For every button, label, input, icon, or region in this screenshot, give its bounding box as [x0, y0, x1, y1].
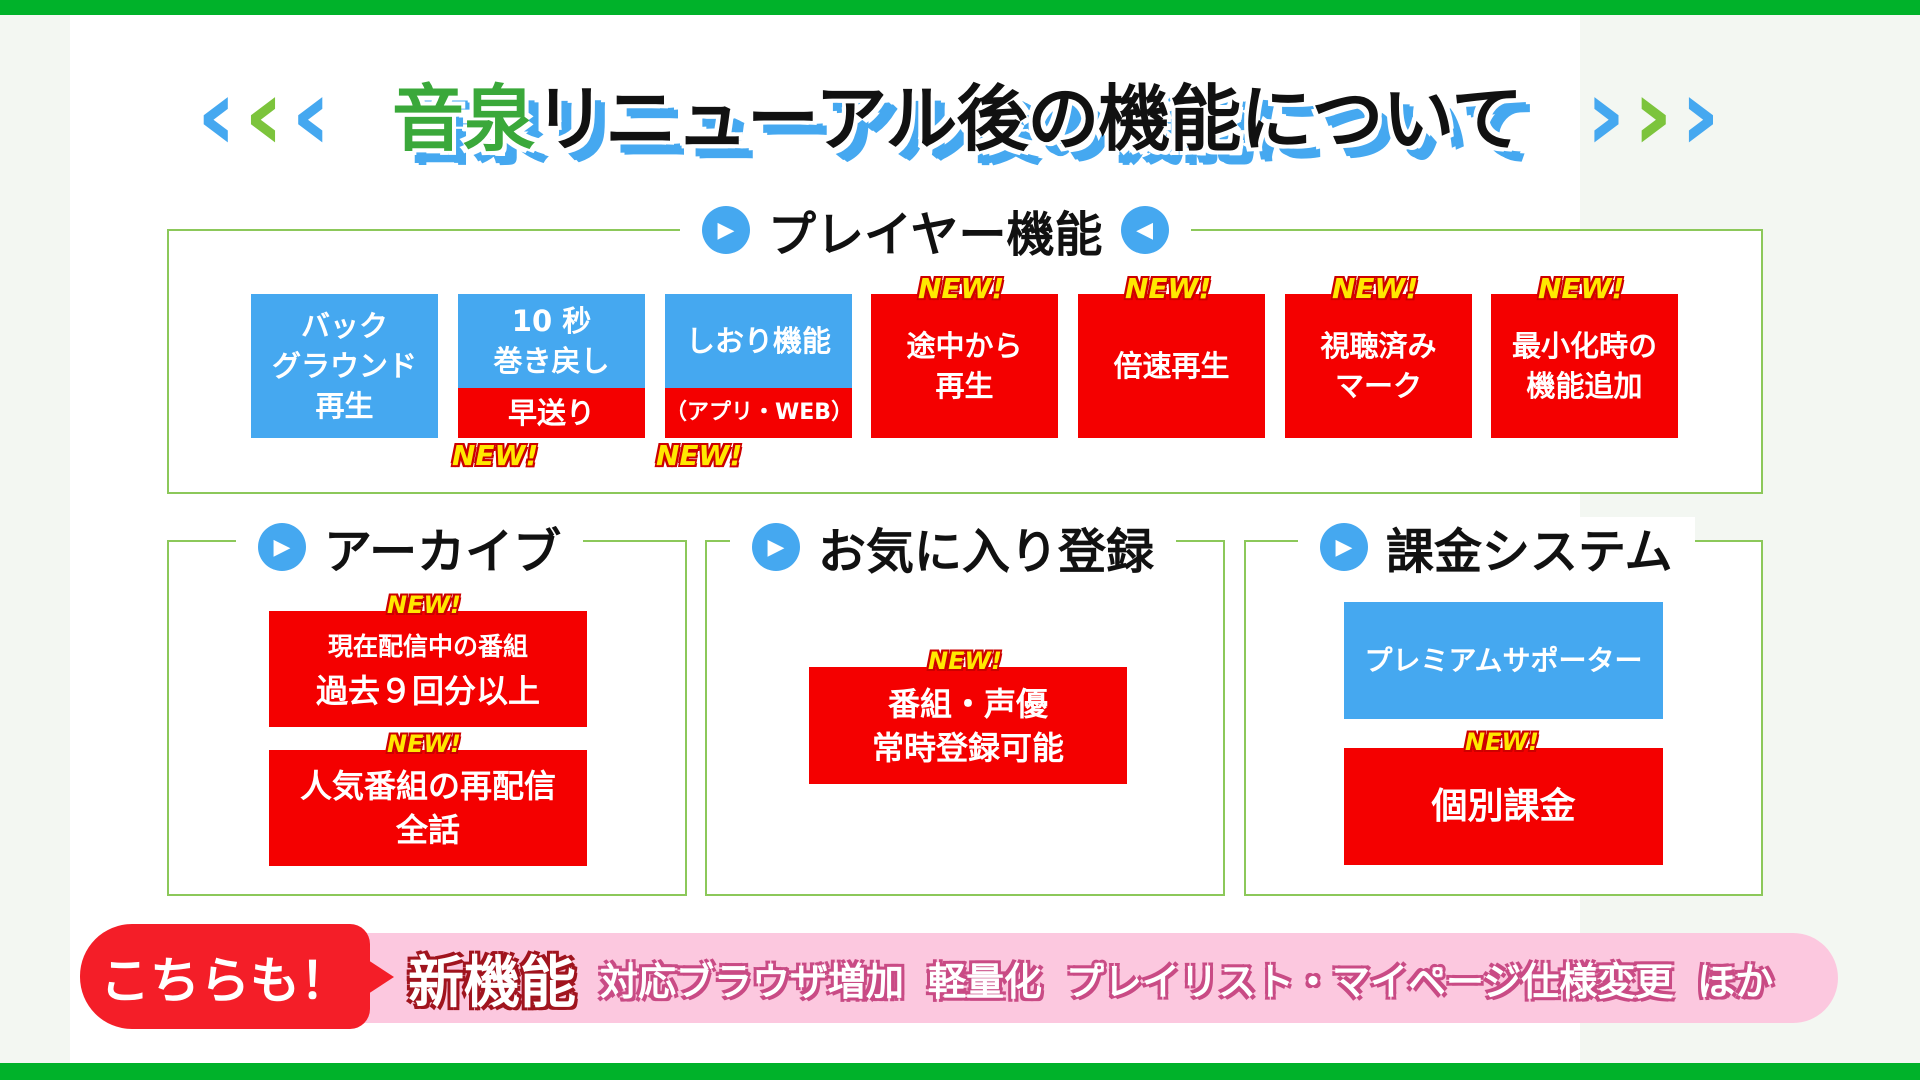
- feature-item: プレイリスト・マイページ仕様変更: [1066, 959, 1674, 1004]
- individual-billing: 個別課金: [1344, 748, 1663, 865]
- new-badge: NEW!: [918, 272, 1005, 305]
- new-features-label: 新機能: [408, 950, 576, 1016]
- card-speed: 倍速再生: [1078, 294, 1265, 438]
- card-line: 早送り: [507, 396, 595, 430]
- left-chevrons-icon: ‹‹‹: [196, 56, 332, 173]
- player-heading: ▶ プレイヤー機能 ◀: [680, 200, 1191, 263]
- card-line: プレミアムサポーター: [1364, 643, 1643, 677]
- card-line: 途中から: [906, 329, 1023, 363]
- card-line: 個別課金: [1431, 785, 1576, 827]
- feature-item: 対応ブラウザ増加: [600, 959, 905, 1004]
- play-right-icon: ▶: [1320, 523, 1368, 571]
- play-right-icon: ▶: [702, 206, 750, 254]
- play-right-icon: ▶: [258, 523, 306, 571]
- card-line: 視聴済み: [1320, 329, 1437, 363]
- billing-heading: ▶ 課金システム: [1298, 517, 1695, 580]
- card-line: マーク: [1334, 369, 1422, 403]
- new-badge: NEW!: [1332, 272, 1419, 305]
- new-badge: NEW!: [452, 439, 539, 472]
- new-badge: NEW!: [387, 591, 461, 619]
- card-line: 巻き戻し: [493, 344, 610, 378]
- card-line: 機能追加: [1526, 369, 1643, 403]
- section-title: 課金システム: [1386, 524, 1673, 580]
- favorites-item: 番組・声優常時登録可能: [809, 667, 1127, 784]
- card-line: 全話: [395, 811, 460, 849]
- archive-heading: ▶ アーカイブ: [236, 517, 584, 580]
- card-line: 再生: [935, 369, 994, 403]
- card-minimize: 最小化時の機能追加: [1491, 294, 1678, 438]
- feature-item: ほか: [1697, 959, 1774, 1004]
- new-badge: NEW!: [1125, 272, 1212, 305]
- archive-past-episodes: 現在配信中の番組過去９回分以上: [269, 611, 587, 727]
- card-background-play: バック グラウンド 再生: [251, 294, 438, 438]
- card-line: しおり機能: [685, 324, 831, 358]
- archive-rebroadcast: 人気番組の再配信全話: [269, 750, 587, 866]
- favorites-heading: ▶ お気に入り登録: [730, 517, 1177, 580]
- card-line: 現在配信中の番組: [327, 632, 528, 661]
- footer-features-bar: 新機能 対応ブラウザ増加 軽量化 プレイリスト・マイページ仕様変更 ほか: [318, 933, 1838, 1023]
- card-line: グラウンド: [271, 349, 417, 383]
- also-badge: こちらも！: [80, 924, 394, 1029]
- section-title: お気に入り登録: [818, 524, 1155, 580]
- card-line: 最小化時の: [1511, 329, 1657, 363]
- card-line: （アプリ・WEB）: [665, 400, 854, 425]
- title-text: リニューアル後の機能について: [534, 76, 1523, 161]
- bottom-bar: [0, 1063, 1920, 1080]
- feature-item: 軽量化: [928, 959, 1043, 1004]
- page-title: 音泉 リニューアル後の機能について: [392, 52, 1523, 172]
- card-line: バック: [300, 309, 388, 343]
- card-line: 常時登録可能: [871, 728, 1064, 767]
- play-left-icon: ◀: [1120, 206, 1169, 254]
- card-watched: 視聴済みマーク: [1285, 294, 1472, 438]
- section-title: プレイヤー機能: [768, 207, 1103, 263]
- premium-supporter: プレミアムサポーター: [1344, 602, 1663, 719]
- card-line: 倍速再生: [1113, 349, 1230, 383]
- card-line: 過去９回分以上: [315, 672, 540, 710]
- new-badge: NEW!: [928, 647, 1002, 675]
- new-badge: NEW!: [1465, 728, 1539, 756]
- section-title: アーカイブ: [324, 524, 562, 580]
- card-line: 人気番組の再配信: [299, 767, 556, 805]
- card-bookmark: しおり機能 （アプリ・WEB）: [665, 294, 854, 438]
- card-line: 番組・声優: [887, 684, 1048, 723]
- card-line: 10 秒: [511, 304, 592, 338]
- right-chevrons-icon: ›››: [1585, 56, 1721, 173]
- onsen-logo: 音泉: [392, 76, 535, 161]
- new-badge: NEW!: [387, 730, 461, 758]
- play-right-icon: ▶: [752, 523, 800, 571]
- card-line: 再生: [315, 389, 374, 423]
- card-resume: 途中から再生: [871, 294, 1058, 438]
- new-badge: NEW!: [1538, 272, 1625, 305]
- new-badge: NEW!: [656, 439, 743, 472]
- top-bar: [0, 0, 1920, 15]
- card-rewind-forward: 10 秒巻き戻し 早送り: [458, 294, 645, 438]
